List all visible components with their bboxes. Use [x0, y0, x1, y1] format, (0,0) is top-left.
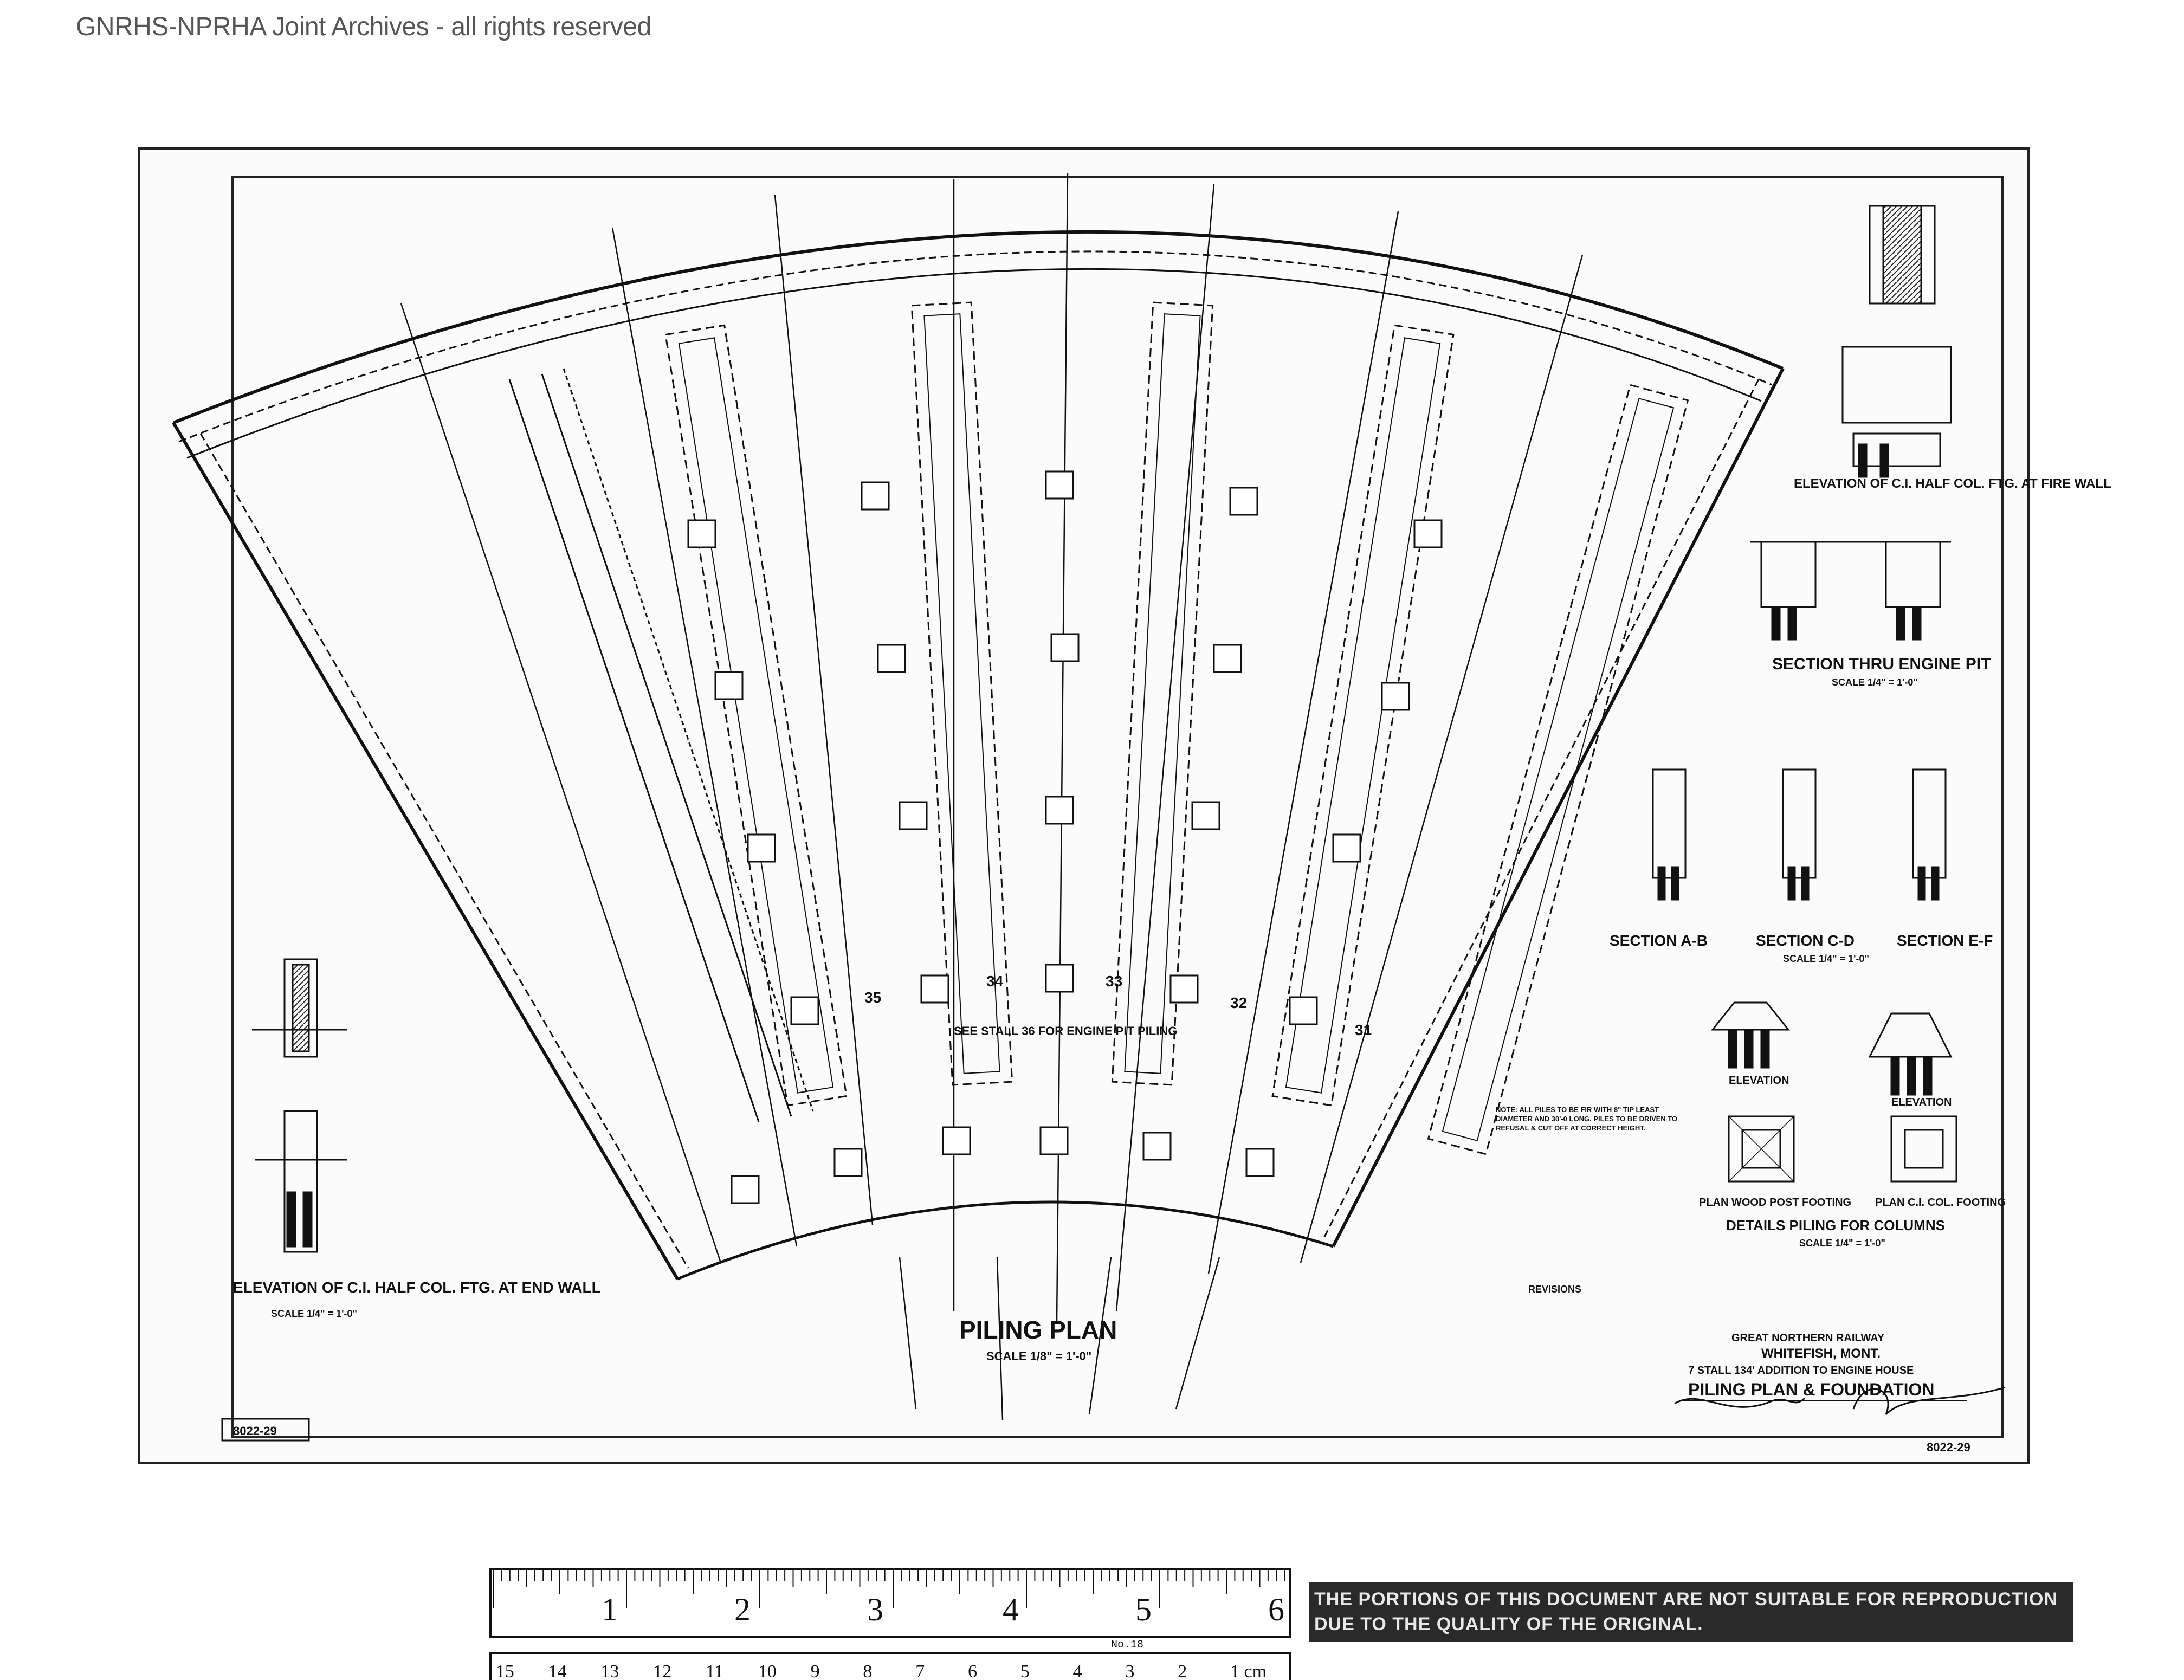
sheet-number-left: 8022-29 [233, 1424, 277, 1438]
stall-number: 31 [1355, 1022, 1372, 1038]
main-scale: SCALE 1/8" = 1'-0" [986, 1349, 1091, 1363]
section-cd-label: SECTION C-D [1756, 932, 1855, 949]
ruler-inch-label: 5 [1135, 1592, 1152, 1627]
section-ef-label: SECTION E-F [1897, 932, 1993, 949]
reproduction-banner: THE PORTIONS OF THIS DOCUMENT ARE NOT SU… [1309, 1582, 2073, 1642]
ruler-cm-label: 15 [496, 1662, 514, 1680]
ruler-cm-label: 10 [758, 1662, 777, 1680]
piling-plan-fan [172, 173, 1785, 1420]
stall-number: 32 [1230, 994, 1247, 1011]
ruler-cm-label: 13 [600, 1662, 619, 1680]
detail-column-footings [1710, 1001, 1957, 1183]
ruler-brand: No.18 [1111, 1639, 1143, 1651]
sections-scale: SCALE 1/4" = 1'-0" [1783, 953, 1869, 964]
ruler-cm-label: 5 [1020, 1662, 1030, 1680]
ruler-cm-label: 12 [653, 1662, 671, 1680]
title-block: GREAT NORTHERN RAILWAY WHITEFISH, MONT. … [1674, 1332, 2006, 1416]
ruler-cm-label: 7 [915, 1662, 925, 1680]
piling-columns-label: DETAILS PILING FOR COLUMNS [1726, 1217, 1945, 1233]
ruler-cm-label: 8 [863, 1662, 872, 1680]
stall-number: 35 [864, 989, 881, 1006]
ruler-inch-label: 2 [734, 1592, 751, 1627]
plan-wood-label: PLAN WOOD POST FOOTING [1699, 1197, 1851, 1209]
revisions-heading: REVISIONS [1528, 1284, 1581, 1295]
signature-left [1674, 1397, 1806, 1408]
elevation-right-label: ELEVATION [1891, 1096, 1952, 1108]
title-sheet: PILING PLAN & FOUNDATION [1688, 1380, 1935, 1399]
archive-watermark: GNRHS-NPRHA Joint Archives - all rights … [76, 12, 651, 41]
ruler-cm-label: 3 [1125, 1662, 1134, 1680]
ruler-cm-label: 1 cm [1230, 1662, 1267, 1680]
sheet-number-right: 8022-29 [1927, 1440, 1970, 1454]
ruler-inch-label: 6 [1268, 1592, 1284, 1627]
title-project: 7 STALL 134' ADDITION TO ENGINE HOUSE [1688, 1365, 1914, 1377]
ruler-inch-label: 1 [602, 1592, 618, 1627]
pile-footings [687, 470, 1443, 1204]
notes-block: NOTE: ALL PILES TO BE FIR WITH 8" TIP LE… [1496, 1106, 1677, 1132]
ruler-cm-label: 14 [548, 1662, 567, 1680]
detail-fire-wall [1841, 205, 1952, 478]
piling-columns-scale: SCALE 1/4" = 1'-0" [1799, 1238, 1885, 1249]
ruler-cm-label: 11 [706, 1662, 723, 1680]
detail-fire-wall-title: ELEVATION OF C.I. HALF COL. FTG. AT FIRE… [1794, 476, 2111, 491]
ruler-inch-label: 3 [867, 1592, 883, 1627]
detail-engine-pit-scale: SCALE 1/4" = 1'-0" [1832, 677, 1918, 688]
signature-right [1852, 1386, 2006, 1416]
title-location: WHITEFISH, MONT. [1761, 1346, 1881, 1361]
drawing-sheet [138, 147, 2030, 1464]
detail-engine-pit-title: SECTION THRU ENGINE PIT [1772, 655, 1991, 673]
ruler-inch-label: 4 [1003, 1592, 1019, 1627]
section-ab-label: SECTION A-B [1610, 932, 1708, 949]
stall-number: 34 [986, 973, 1004, 990]
ruler-cm-label: 6 [968, 1662, 977, 1680]
elevation-left-label: ELEVATION [1729, 1075, 1789, 1087]
engine-pit-note: SEE STALL 36 FOR ENGINE PIT PILING [954, 1024, 1177, 1038]
detail-sections [1652, 768, 1947, 901]
stall-numbers: 35 34 33 32 31 [864, 973, 1372, 1038]
plan-ci-label: PLAN C.I. COL. FOOTING [1875, 1197, 2006, 1209]
detail-end-wall [252, 958, 347, 1253]
stall-number: 33 [1106, 973, 1122, 990]
ruler-cm-label: 4 [1073, 1662, 1082, 1680]
drawing-inner-border [231, 176, 2004, 1438]
detail-end-wall-title: ELEVATION OF C.I. HALF COL. FTG. AT END … [233, 1279, 601, 1296]
main-title: PILING PLAN [959, 1316, 1117, 1344]
scale-ruler: 1 2 3 4 5 6 No.18 [489, 1568, 1291, 1680]
title-railway: GREAT NORTHERN RAILWAY [1731, 1332, 1885, 1344]
ruler-cm-labels: 1 cm 2 3 4 5 6 7 8 9 10 11 12 13 14 15 [496, 1662, 1267, 1680]
ruler-cm-label: 9 [811, 1662, 820, 1680]
ruler-cm-label: 2 [1178, 1662, 1187, 1680]
detail-end-wall-scale: SCALE 1/4" = 1'-0" [271, 1308, 357, 1319]
detail-engine-pit [1750, 541, 1951, 641]
